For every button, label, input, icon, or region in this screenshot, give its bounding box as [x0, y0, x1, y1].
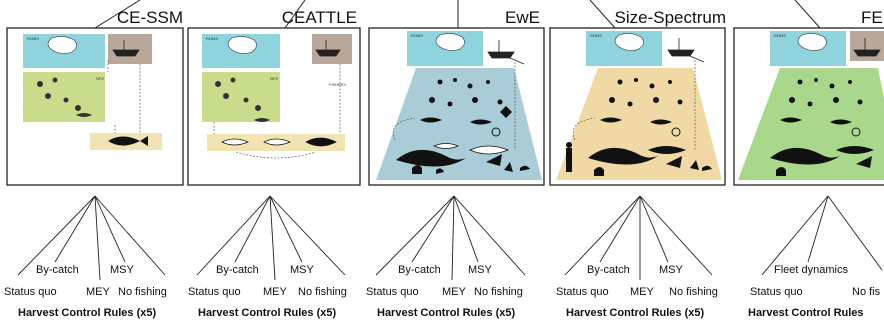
hcr-fan-ceattle [196, 195, 346, 281]
hcr-title: Harvest Control Rules (x5) [377, 307, 515, 319]
map-icon [227, 36, 257, 54]
fishing-boat-icon [487, 40, 525, 65]
fish-icons [221, 137, 337, 147]
panel-title: CEATTLE [282, 8, 357, 27]
npz-label: NPZ [96, 76, 105, 81]
npz-box [202, 72, 280, 122]
map-icon [47, 36, 77, 54]
food-web-organisms [396, 78, 530, 174]
top-connectors [94, 0, 821, 29]
fishing-boat-icon [112, 40, 140, 57]
hcr-status-quo: Status quo [188, 286, 241, 298]
hcr-no-fishing: No fishing [118, 286, 167, 298]
fishing-box [108, 34, 152, 64]
panel-ewe: EwE ROMS [368, 8, 545, 186]
roms-label: ROMS [27, 36, 39, 41]
hcr-labels-ceattle: Status quo By-catch MEY MSY No fishing H… [188, 264, 347, 319]
size-spectrum-organisms [566, 78, 712, 176]
hcr-labels-fe: Status quo Fleet dynamics No fis Harvest… [748, 264, 881, 319]
fishing-boat-icon [667, 38, 705, 63]
hcr-no-fishing: No fishing [298, 286, 347, 298]
hcr-bycatch: By-catch [36, 264, 79, 276]
hcr-no-fishing: No fishing [669, 286, 718, 298]
panel-title: Size-Spectrum [615, 8, 726, 27]
roms-label: ROMS [774, 33, 786, 38]
hcr-title: Harvest Control Rules (x5) [198, 307, 336, 319]
human-silhouette [566, 148, 572, 172]
npz-label: NPZ [270, 76, 279, 81]
panel-fe: FE ROMS [733, 8, 884, 186]
panel-title: FE [861, 8, 883, 27]
flow-arrows [107, 60, 141, 133]
fishing-box [850, 31, 884, 61]
hcr-labels-ce-ssm: Status quo By-catch MEY MSY No fishing H… [4, 264, 167, 319]
hcr-mey: MEY [86, 286, 111, 298]
npz-web-icon [215, 77, 270, 122]
hcr-labels-ewe: Status quo By-catch MEY MSY No fishing H… [366, 264, 523, 319]
panel-title: CE-SSM [117, 8, 183, 27]
panel-size-spectrum: Size-Spectrum ROMS [549, 8, 726, 186]
fishing-box [312, 34, 352, 64]
hcr-fleet-dynamics: Fleet dynamics [774, 264, 848, 276]
flow-arrows [392, 62, 516, 150]
fishery-label: FISHERY [329, 82, 347, 87]
fishing-boat-icon [853, 38, 881, 57]
panel-title: EwE [505, 8, 540, 27]
hcr-title: Harvest Control Rules (x5) [18, 307, 156, 319]
map-icon [435, 33, 465, 51]
hcr-mey: MEY [263, 286, 288, 298]
hcr-msy: MSY [468, 264, 493, 276]
hcr-status-quo: Status quo [556, 286, 609, 298]
panel-ce-ssm: CE-SSM ROMS NPZ [6, 8, 184, 186]
hcr-labels-size-spectrum: Status quo By-catch MEY MSY No fishing H… [556, 264, 718, 319]
hcr-no-fishing: No fis [852, 286, 881, 298]
roms-label: ROMS [411, 33, 423, 38]
hcr-status-quo: Status quo [4, 286, 57, 298]
hcr-status-quo: Status quo [750, 286, 803, 298]
npz-web-icon [37, 77, 92, 117]
hcr-fan-ce-ssm [17, 195, 166, 281]
roms-label: ROMS [206, 36, 218, 41]
hcr-mey: MEY [442, 286, 467, 298]
panel-ceattle: CEATTLE ROMS FISHERY NPZ [187, 8, 361, 186]
hcr-title: Harvest Control Rules [748, 307, 864, 319]
roms-label: ROMS [590, 33, 602, 38]
hcr-bycatch: By-catch [587, 264, 630, 276]
fe-organisms [770, 78, 874, 176]
hcr-title: Harvest Control Rules (x5) [566, 307, 704, 319]
hcr-bycatch: By-catch [398, 264, 441, 276]
fishing-boat-icon [315, 40, 341, 57]
hcr-fan-fe [761, 195, 883, 276]
hcr-status-quo: Status quo [366, 286, 419, 298]
flow-arrows [213, 64, 341, 159]
hcr-fan-ewe [375, 195, 526, 281]
hcr-no-fishing: No fishing [474, 286, 523, 298]
hcr-msy: MSY [290, 264, 315, 276]
fish-icon [108, 136, 148, 146]
map-icon [614, 33, 644, 51]
flow-arrows [572, 60, 696, 150]
hcr-mey: MEY [630, 286, 655, 298]
map-icon [797, 33, 827, 51]
hcr-fan-size-spectrum [564, 195, 713, 280]
hcr-msy: MSY [659, 264, 684, 276]
hcr-msy: MSY [110, 264, 135, 276]
hcr-bycatch: By-catch [216, 264, 259, 276]
npz-box [23, 72, 105, 122]
